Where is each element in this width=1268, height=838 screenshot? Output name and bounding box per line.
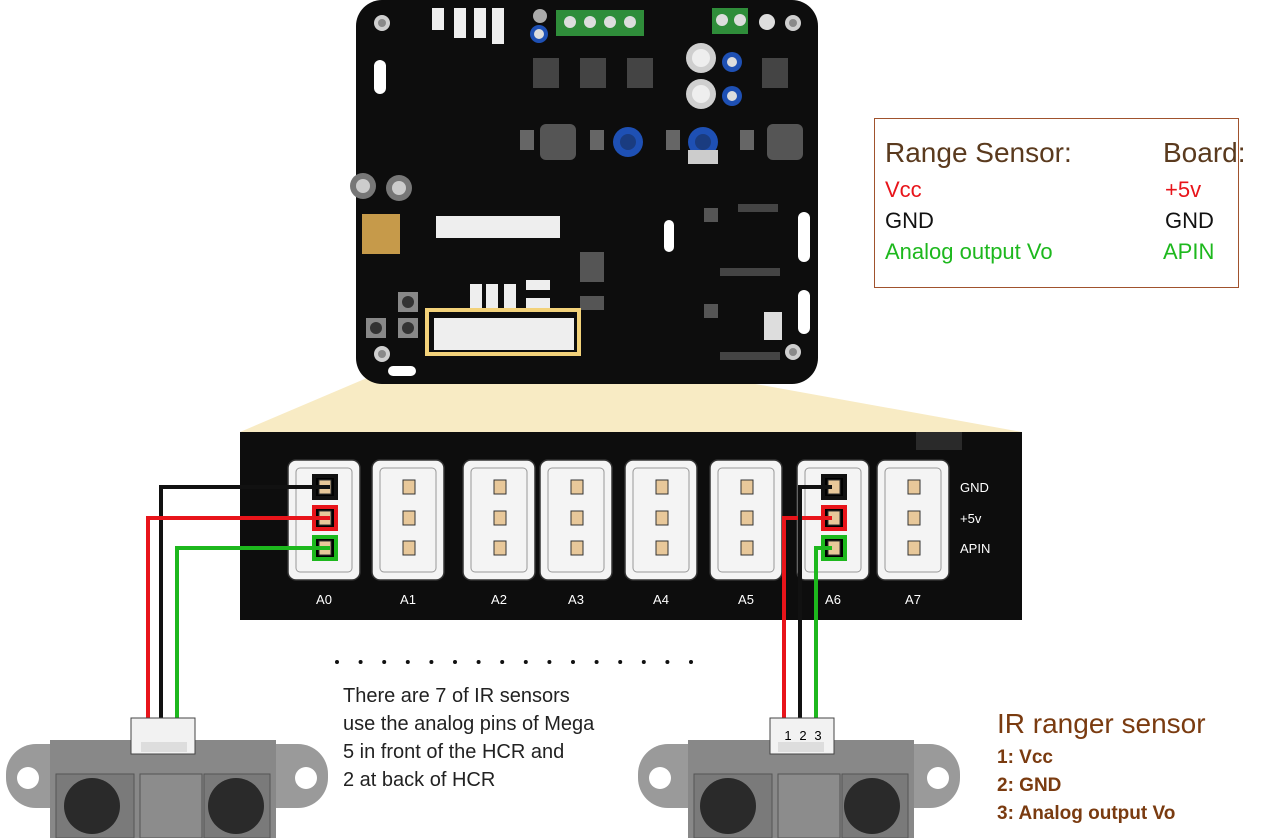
connector-number-2: 2 bbox=[799, 728, 806, 743]
connector-A1 bbox=[371, 459, 445, 581]
note-line: 2 at back of HCR bbox=[343, 769, 496, 791]
pin-label-A7: A7 bbox=[905, 592, 921, 607]
highlight-frame bbox=[425, 308, 581, 356]
legend-board-heading: Board: bbox=[1163, 137, 1246, 168]
wire-signal-right bbox=[814, 546, 832, 718]
legend-board-signal: APIN bbox=[1163, 239, 1215, 264]
legend-board-gnd: GND bbox=[1165, 208, 1214, 233]
pin-label-A6: A6 bbox=[825, 592, 841, 607]
separator-dot bbox=[382, 660, 387, 664]
legend-sensor-vcc: Vcc bbox=[885, 177, 922, 202]
wires-right bbox=[782, 485, 832, 718]
pin-label-A5: A5 bbox=[738, 592, 754, 607]
separator-dot bbox=[453, 660, 457, 664]
pin-label-A1: A1 bbox=[400, 592, 416, 607]
note-line: There are 7 of IR sensors bbox=[343, 685, 570, 707]
separator-dot bbox=[358, 660, 363, 664]
pin-label-A2: A2 bbox=[491, 592, 507, 607]
connector-A5 bbox=[709, 459, 783, 581]
connector-number-3: 3 bbox=[814, 728, 821, 743]
connector-A7 bbox=[876, 459, 950, 581]
ir-pin-2: 2: GND bbox=[997, 775, 1062, 796]
separator-dot bbox=[429, 660, 434, 664]
note-text: There are 7 of IR sensors use the analog… bbox=[343, 682, 594, 794]
controller-board bbox=[350, 0, 818, 384]
side-label-2: APIN bbox=[960, 541, 990, 556]
separator-dot bbox=[665, 660, 670, 664]
connector-A3 bbox=[539, 459, 613, 581]
note-line: use the analog pins of Mega bbox=[343, 713, 595, 735]
wire-signal-left bbox=[175, 546, 330, 718]
wire-vcc-left bbox=[146, 516, 330, 718]
separator-dot bbox=[618, 660, 623, 664]
ir-sensor-title: IR ranger sensor bbox=[997, 708, 1206, 739]
separator-dot bbox=[594, 660, 599, 664]
separator-dot bbox=[335, 660, 339, 664]
wire-gnd-right bbox=[798, 485, 832, 718]
legend-sensor-heading: Range Sensor: bbox=[885, 137, 1072, 168]
separator-dot bbox=[689, 660, 693, 664]
separator-dot bbox=[641, 660, 646, 664]
side-label-1: +5v bbox=[960, 511, 982, 526]
legend-sensor-gnd: GND bbox=[885, 208, 934, 233]
note-line: 5 in front of the HCR and bbox=[343, 741, 565, 763]
dotted-separator bbox=[335, 660, 693, 664]
wire-gnd-left bbox=[159, 485, 330, 718]
separator-dot bbox=[500, 660, 505, 664]
wire-vcc-right bbox=[782, 516, 832, 718]
separator-dot bbox=[476, 660, 481, 664]
wires-left bbox=[146, 485, 330, 718]
separator-dot bbox=[405, 660, 410, 664]
legend-board-vcc: +5v bbox=[1165, 177, 1202, 202]
connector-A4 bbox=[624, 459, 698, 581]
legend-sensor-signal: Analog output Vo bbox=[885, 239, 1053, 264]
ir-pin-3: 3: Analog output Vo bbox=[997, 803, 1176, 824]
separator-dot bbox=[571, 660, 575, 664]
connector-A2 bbox=[462, 459, 536, 581]
ir-sensor-left bbox=[6, 717, 328, 838]
ir-sensor-right: 1 2 3 bbox=[638, 717, 960, 838]
legend-box: Range Sensor: Board: Vcc +5v GND GND Ana… bbox=[874, 118, 1246, 288]
pin-label-A0: A0 bbox=[316, 592, 332, 607]
separator-dot bbox=[547, 660, 552, 664]
connector-number-1: 1 bbox=[784, 728, 791, 743]
separator-dot bbox=[523, 660, 528, 664]
pin-label-A4: A4 bbox=[653, 592, 669, 607]
pin-label-A3: A3 bbox=[568, 592, 584, 607]
side-label-0: GND bbox=[960, 480, 989, 495]
ir-pin-1: 1: Vcc bbox=[997, 747, 1053, 768]
